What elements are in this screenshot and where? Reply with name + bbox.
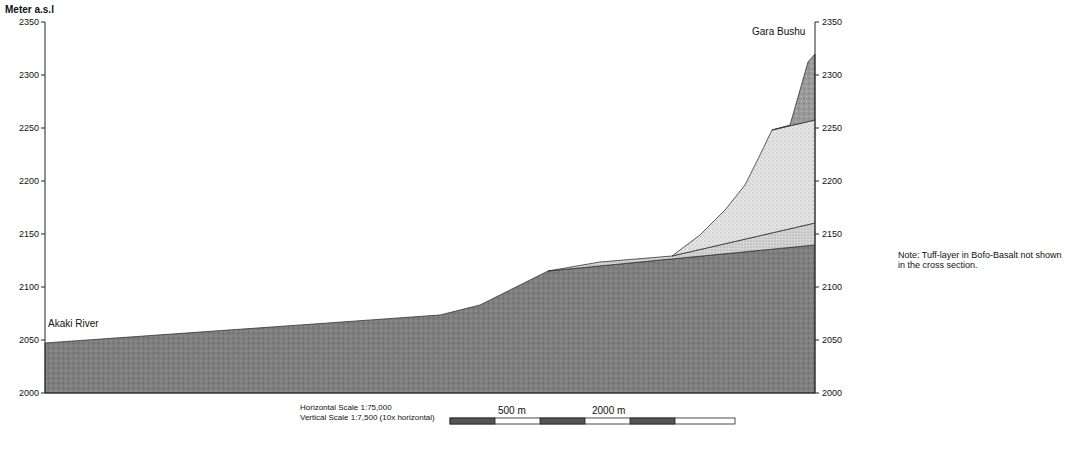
tick-label: 2350 <box>822 17 842 27</box>
tick <box>41 75 45 76</box>
geology <box>45 54 815 393</box>
tick-label: 2250 <box>822 123 842 133</box>
tick <box>41 340 45 341</box>
note: Note: Tuff-layer in Bofo-Basalt not show… <box>898 250 1068 271</box>
peak-label: Gara Bushu <box>752 26 805 38</box>
tick <box>41 128 45 129</box>
tick <box>41 181 45 182</box>
tick <box>41 287 45 288</box>
tick-label: 2150 <box>822 229 842 239</box>
tick <box>41 393 45 394</box>
tick-label: 2000 <box>19 388 39 398</box>
tick <box>41 22 45 23</box>
tick-label: 2350 <box>19 17 39 27</box>
tick <box>815 181 819 182</box>
tick-label: 2050 <box>822 335 842 345</box>
axis-ticks <box>41 22 819 393</box>
tick-label: 2150 <box>19 229 39 239</box>
middle-unit <box>672 120 815 256</box>
axes <box>45 22 815 393</box>
tick <box>815 22 819 23</box>
tick-label: 2200 <box>19 176 39 186</box>
tick-label: 2300 <box>822 70 842 80</box>
tick <box>815 340 819 341</box>
tick-label: 2100 <box>822 282 842 292</box>
tick-label: 2050 <box>19 335 39 345</box>
scale-text: Horizontal Scale 1:75,000 <box>300 403 392 412</box>
scale-bar-label: 500 m <box>498 405 526 417</box>
tick <box>815 75 819 76</box>
tick-label: 2100 <box>19 282 39 292</box>
tick <box>815 234 819 235</box>
tick-label: 2300 <box>19 70 39 80</box>
tick <box>815 128 819 129</box>
tick-label: 2200 <box>822 176 842 186</box>
axis-title: Meter a.s.l <box>5 4 54 16</box>
tick <box>815 287 819 288</box>
scale-bar-label: 2000 m <box>592 405 625 417</box>
river-label: Akaki River <box>48 318 99 330</box>
scale-text: Vertical Scale 1:7,500 (10x horizontal) <box>300 413 435 422</box>
tick <box>815 393 819 394</box>
cap-unit <box>772 54 815 130</box>
tick-label: 2000 <box>822 388 842 398</box>
tick-label: 2250 <box>19 123 39 133</box>
basalt-unit <box>45 245 815 393</box>
scale-bar <box>450 418 735 424</box>
tick <box>41 234 45 235</box>
